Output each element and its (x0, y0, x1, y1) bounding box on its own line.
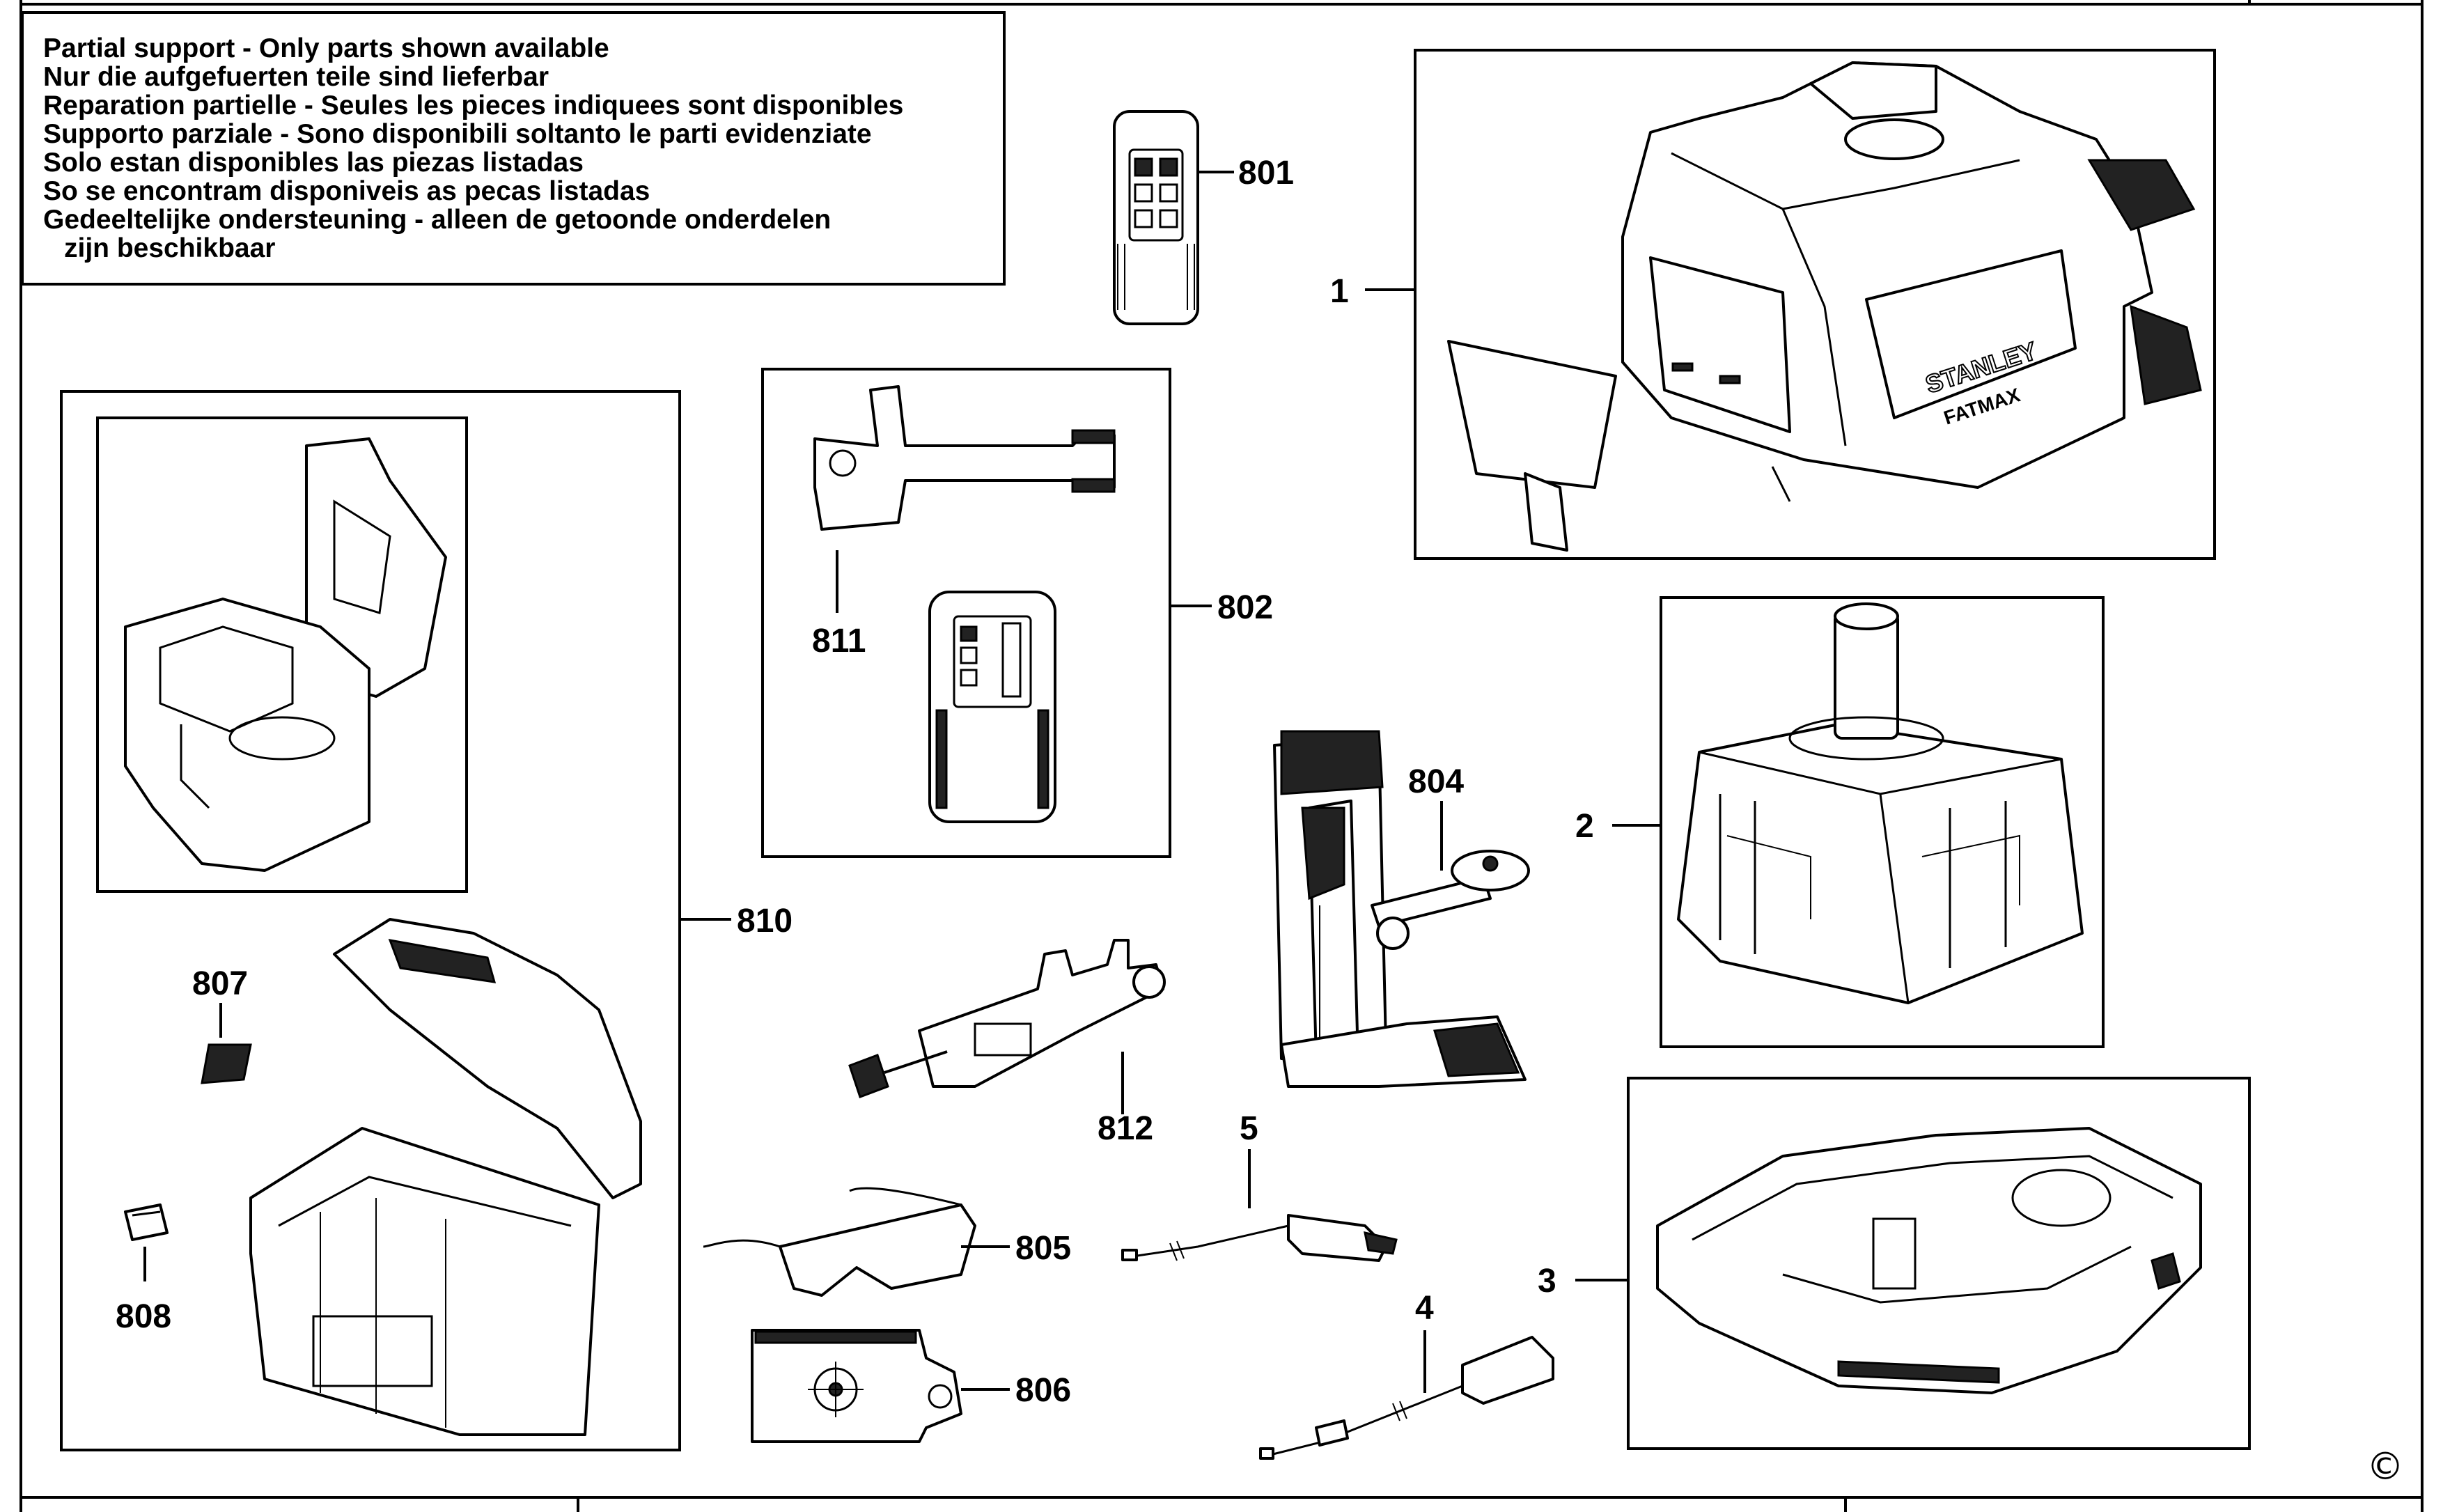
callout-5: 5 (1240, 1110, 1258, 1147)
callout-811: 811 (812, 623, 866, 660)
callout-2: 2 (1575, 808, 1594, 845)
callout-808: 808 (116, 1298, 171, 1335)
notice-line-3: Reparation partielle - Seules les pieces… (43, 91, 903, 120)
callout-801: 801 (1238, 155, 1294, 192)
wall-mount-804 (1273, 730, 1530, 1088)
notice-line-1: Partial support - Only parts shown avail… (43, 33, 609, 63)
receiver-kit-802 (761, 368, 1212, 858)
callout-802: 802 (1217, 589, 1273, 626)
callout-1: 1 (1330, 273, 1349, 310)
copyright-mark: © (2366, 1444, 2404, 1488)
target-card-806 (751, 1329, 1010, 1443)
callout-804: 804 (1408, 763, 1464, 800)
laser-goggles-805 (703, 1187, 1010, 1297)
notice-line-4: Supporto parziale - Sono disponibili sol… (43, 119, 872, 149)
callout-4: 4 (1415, 1290, 1434, 1327)
notice-line-6: So se encontram disponiveis as pecas lis… (43, 176, 650, 206)
base-housing-3 (1575, 1077, 2251, 1450)
notice-line-5: Solo estan disponibles las piezas listad… (43, 148, 584, 178)
bracket-812 (848, 939, 1166, 1114)
notice-line-7: Gedeeltelijke ondersteuning - alleen de … (43, 205, 831, 235)
rotary-laser-unit-1: STANLEY FATMAX (1365, 49, 2216, 560)
callout-807: 807 (192, 965, 248, 1002)
callout-812: 812 (1098, 1110, 1153, 1147)
remote-control-801 (1113, 110, 1234, 325)
chassis-assembly-2 (1612, 596, 2105, 1048)
notice-line-8: zijn beschikbaar (64, 233, 275, 263)
callout-810: 810 (737, 903, 793, 940)
callout-805: 805 (1015, 1230, 1071, 1267)
car-charger-cable-5 (1121, 1149, 1398, 1262)
notice-line-2: Nur die aufgefuerten teile sind lieferba… (43, 62, 549, 92)
callout-3: 3 (1538, 1263, 1556, 1300)
carry-case-810 (60, 390, 731, 1451)
notice-box: Partial support - Only parts shown avail… (21, 11, 1006, 286)
ac-adapter-cable-4 (1259, 1330, 1554, 1460)
sheet-border (19, 0, 2424, 1512)
callout-806: 806 (1015, 1372, 1071, 1409)
